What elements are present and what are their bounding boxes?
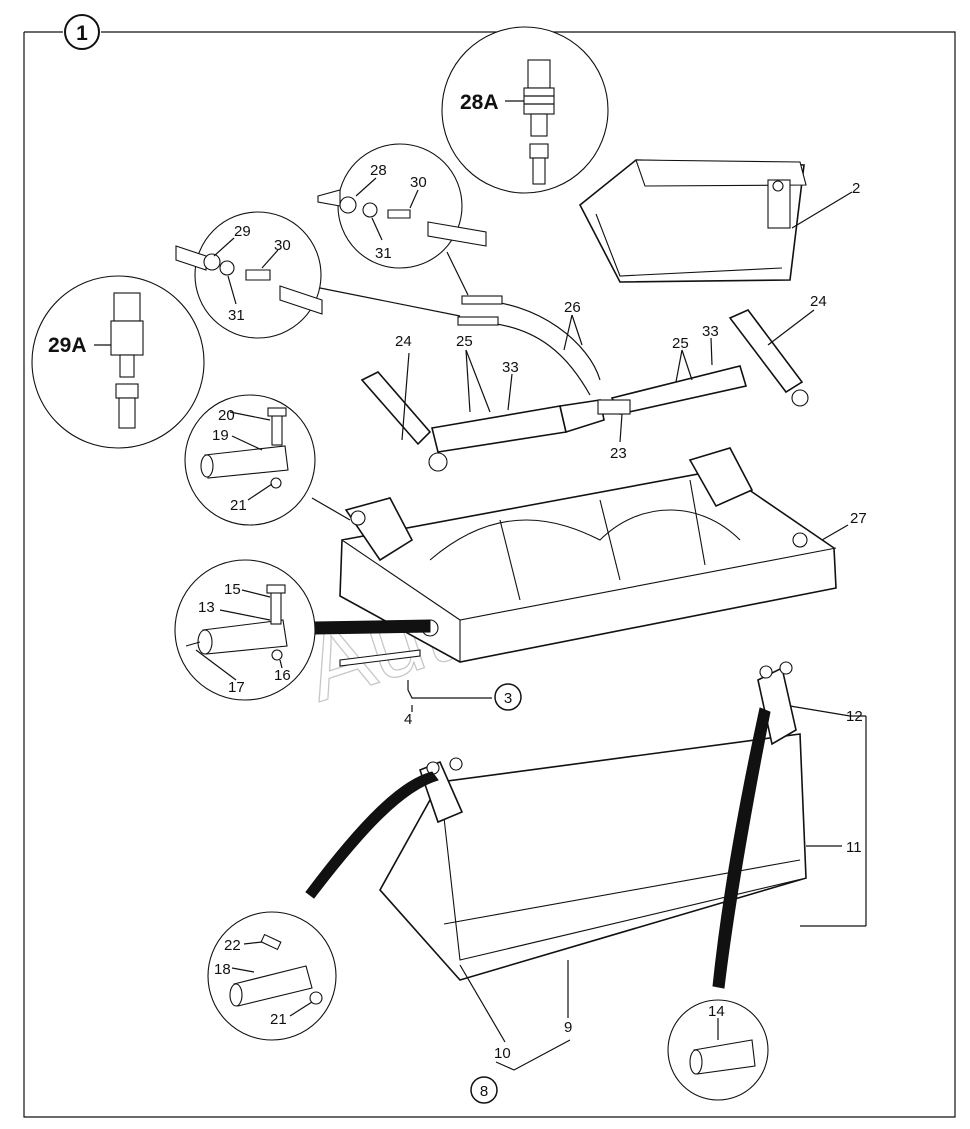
callout-3: 3: [504, 690, 512, 707]
hydraulic-cylinder-right: [610, 309, 809, 415]
detail-coupling-28-30-31: [317, 143, 487, 296]
callout-21-lower: 21: [270, 1011, 287, 1028]
detail-28a-coupling: [441, 26, 609, 194]
callout-labels: 28A 29A 2 28 30 31 29 30 31 26 24 24 25 …: [48, 91, 867, 1104]
callout-21-upper: 21: [230, 497, 247, 514]
callout-11: 11: [846, 839, 862, 856]
callout-8-marker: 8: [470, 1076, 498, 1104]
callout-30-left: 30: [274, 237, 291, 254]
detail-pin-18-21-22: [207, 911, 337, 1041]
callout-12: 12: [846, 708, 863, 725]
callout-31-left: 31: [228, 307, 245, 324]
tee-fitting: [597, 399, 631, 415]
figure-number-marker: 1: [64, 14, 100, 50]
loader-frame: [339, 447, 837, 667]
callout-28: 28: [370, 162, 387, 179]
detail-pin-13-15-16-17: [174, 559, 431, 701]
callout-23: 23: [610, 445, 627, 462]
callout-15: 15: [224, 581, 241, 598]
callout-25-right: 25: [672, 335, 689, 352]
callout-27: 27: [850, 510, 867, 527]
figure-frame: [23, 31, 956, 1118]
callout-25-left: 25: [456, 333, 473, 350]
callout-9: 9: [564, 1019, 572, 1036]
callout-31-top: 31: [375, 245, 392, 262]
callout-4: 4: [404, 711, 412, 728]
leader-lines: [195, 177, 867, 1071]
callout-10: 10: [494, 1045, 511, 1062]
callout-17: 17: [228, 679, 245, 696]
callout-30-top: 30: [410, 174, 427, 191]
callout-16: 16: [274, 667, 291, 684]
detail-coupling-29-30-31: [175, 211, 461, 339]
detail-bushing-14: [667, 999, 769, 1101]
callout-29: 29: [234, 223, 251, 240]
callout-26: 26: [564, 299, 581, 316]
callout-24-right: 24: [810, 293, 827, 310]
large-bucket: [305, 661, 807, 989]
callout-2: 2: [852, 180, 860, 197]
callout-20: 20: [218, 407, 235, 424]
callout-14: 14: [708, 1003, 725, 1020]
hydraulic-cylinder-left: [360, 371, 605, 472]
callout-22: 22: [224, 937, 241, 954]
small-bucket: [578, 159, 807, 283]
detail-pin-19-20-21: [184, 394, 351, 526]
callout-8: 8: [480, 1083, 488, 1100]
callout-29a: 29A: [48, 334, 87, 357]
callout-33-right: 33: [702, 323, 719, 340]
detail-29a-coupling: [31, 275, 205, 449]
callout-19: 19: [212, 427, 229, 444]
callout-24-left: 24: [395, 333, 412, 350]
callout-28a: 28A: [460, 91, 499, 114]
hydraulic-hoses: [457, 295, 601, 396]
callout-33-left: 33: [502, 359, 519, 376]
callout-13: 13: [198, 599, 215, 616]
callout-3-marker: 3: [494, 683, 522, 711]
callout-18: 18: [214, 961, 231, 978]
figure-number: 1: [76, 22, 88, 45]
